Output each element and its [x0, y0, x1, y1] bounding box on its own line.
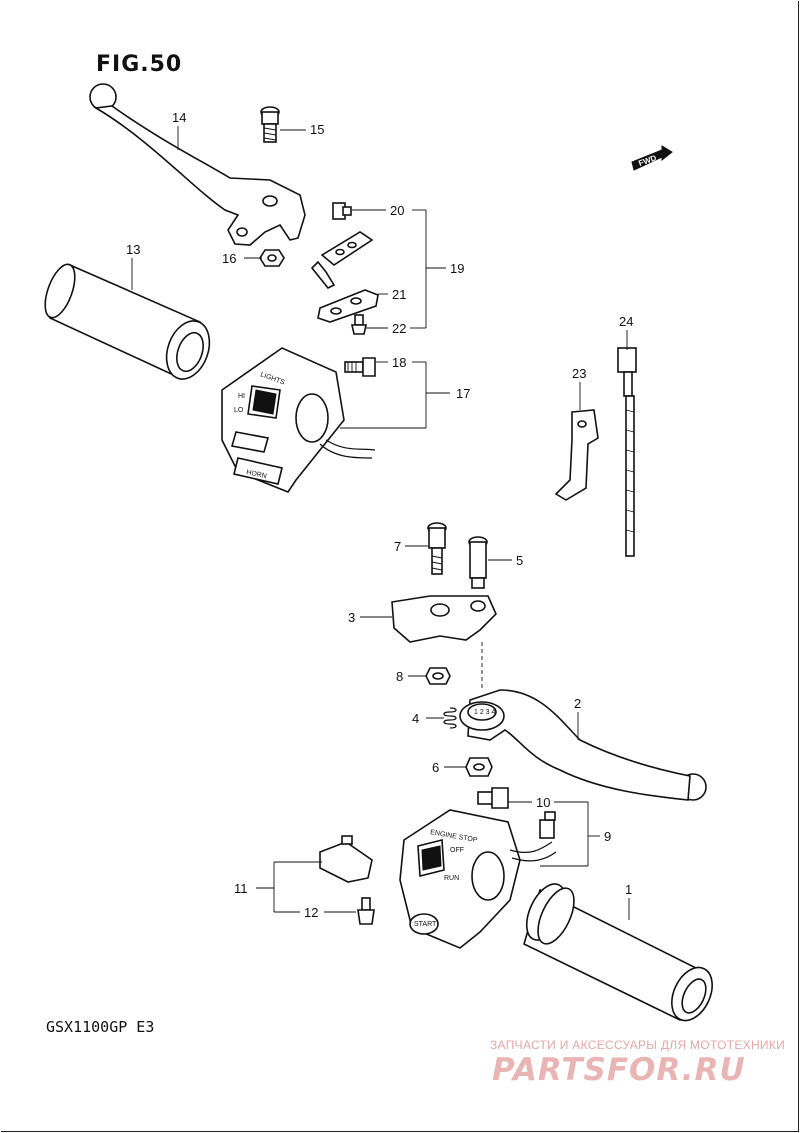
watermark-subtitle: ЗАПЧАСТИ И АКСЕССУАРЫ ДЛЯ МОТОТЕХНИКИ: [490, 1038, 786, 1052]
callout-17: 17: [456, 386, 470, 401]
brake-lever: 1 2 3 4: [459, 689, 707, 801]
cable-tie: [617, 347, 637, 557]
screw-12: [357, 897, 375, 925]
callout-12: 12: [304, 905, 318, 920]
model-code: GSX1100GP E3: [46, 1018, 155, 1036]
switch-connector: [539, 811, 556, 839]
callout-1: 1: [625, 882, 632, 897]
callout-13: 13: [126, 242, 140, 257]
lever-holder: [391, 595, 497, 643]
hi-label: HI: [238, 393, 245, 400]
screw-10: [477, 787, 509, 809]
callout-numbers: 14 15 16 13 20 19 21 22 18 17 24 23 7 5 …: [126, 110, 633, 920]
callout-10: 10: [536, 795, 550, 810]
off-label: OFF: [450, 847, 464, 854]
callout-11: 11: [234, 881, 248, 896]
brake-switch-11: [319, 835, 373, 883]
callout-20: 20: [390, 203, 404, 218]
run-label: RUN: [444, 875, 459, 882]
callout-22: 22: [392, 321, 406, 336]
callout-2: 2: [574, 696, 581, 711]
callout-14: 14: [172, 110, 186, 125]
left-switch-housing: LIGHTS HI LO HORN: [221, 347, 376, 493]
callout-3: 3: [348, 610, 355, 625]
callout-9: 9: [604, 829, 611, 844]
callout-19: 19: [450, 261, 464, 276]
clutch-lever: [89, 83, 306, 246]
spring-4: [443, 707, 457, 729]
watermark-brand: PARTSFOR.RU: [492, 1052, 746, 1088]
switch-terminal-20: [332, 202, 352, 220]
callout-8: 8: [396, 669, 403, 684]
switch-base-21: [317, 289, 379, 323]
nut-16: [259, 249, 285, 267]
adjuster-numbers: 1 2 3 4: [474, 709, 496, 716]
pivot-bolt: [260, 106, 280, 143]
screw-18: [344, 357, 376, 377]
callout-18: 18: [392, 355, 406, 370]
contact-plate: [310, 231, 374, 290]
throttle-grip: [523, 883, 713, 1022]
fwd-label: FWD: [637, 153, 657, 168]
callout-21: 21: [392, 287, 406, 302]
bolt-7: [427, 522, 447, 575]
nut-6: [465, 757, 493, 777]
start-label: START: [414, 921, 437, 928]
callout-6: 6: [432, 760, 439, 775]
callout-16: 16: [222, 251, 236, 266]
cable-clamp: [554, 409, 599, 501]
screw-22: [351, 314, 367, 335]
callout-5: 5: [516, 553, 523, 568]
lo-label: LO: [234, 407, 244, 414]
fwd-arrow-icon: FWD: [631, 145, 673, 171]
callout-7: 7: [394, 539, 401, 554]
handlebar-grip: [44, 263, 211, 380]
callout-24: 24: [619, 314, 633, 329]
leader-lines: [131, 126, 630, 920]
callout-15: 15: [310, 122, 324, 137]
callout-23: 23: [572, 366, 586, 381]
bolt-5: [468, 536, 488, 589]
nut-8: [425, 667, 451, 685]
horn-label: HORN: [246, 469, 268, 480]
callout-4: 4: [412, 711, 419, 726]
right-switch-housing: ENGINE STOP OFF RUN START: [399, 809, 557, 949]
figure-title: FIG.50: [96, 52, 183, 77]
